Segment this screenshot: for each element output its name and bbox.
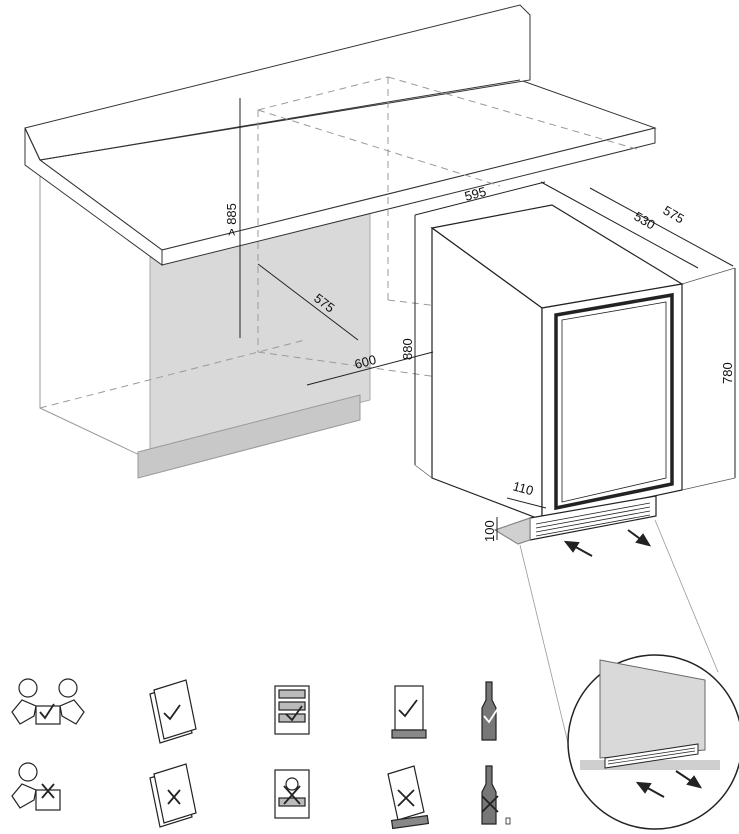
bottle-upright-ok-icon — [481, 681, 503, 741]
one-person-lift-forbidden-icon — [11, 762, 61, 811]
detail-airflow-arrows — [635, 770, 703, 798]
countertop — [24, 4, 657, 266]
dim-unit-height-total: 880 — [400, 338, 415, 360]
pictograms-dont — [11, 762, 511, 830]
dim-counter-height: > 885 — [224, 203, 239, 236]
dim-unit-height-body: 780 — [720, 362, 735, 384]
dim-niche-width: 600 — [353, 352, 378, 372]
dim-unit-depth-body: 530 — [632, 209, 658, 233]
dim-unit-depth-total: 575 — [661, 203, 687, 227]
pictograms-do — [11, 678, 503, 744]
detail-callout — [519, 519, 739, 830]
dim-grille-depth: 110 — [511, 478, 535, 498]
dimension-lines — [239, 98, 736, 540]
manual-forbidden-icon — [149, 763, 197, 828]
upright-unit-ok-icon — [391, 685, 427, 739]
two-person-lift-icon — [11, 678, 85, 725]
packing-list-ok-icon — [274, 685, 310, 735]
bottle-forbidden-icon — [481, 765, 511, 825]
packing-list-forbidden-icon — [274, 769, 310, 819]
wine-cooler — [430, 204, 684, 545]
cooler-door-inner — [561, 301, 667, 503]
detail-unit-side — [599, 659, 706, 759]
manual-ok-icon — [149, 679, 197, 744]
cooler-plinth — [493, 517, 531, 545]
kitchen-cabinet — [39, 167, 371, 479]
dim-unit-width: 595 — [463, 184, 488, 204]
detail-floor — [580, 760, 720, 770]
dim-grille-height: 100 — [482, 520, 497, 542]
detail-grille — [604, 743, 699, 769]
cooler-door-glass — [554, 292, 674, 511]
cabinet-base — [137, 394, 361, 479]
vent-slots — [535, 502, 651, 537]
airflow-arrows — [563, 529, 652, 557]
tilted-unit-forbidden-icon — [387, 765, 430, 830]
dimension-extension-lines — [414, 267, 736, 491]
